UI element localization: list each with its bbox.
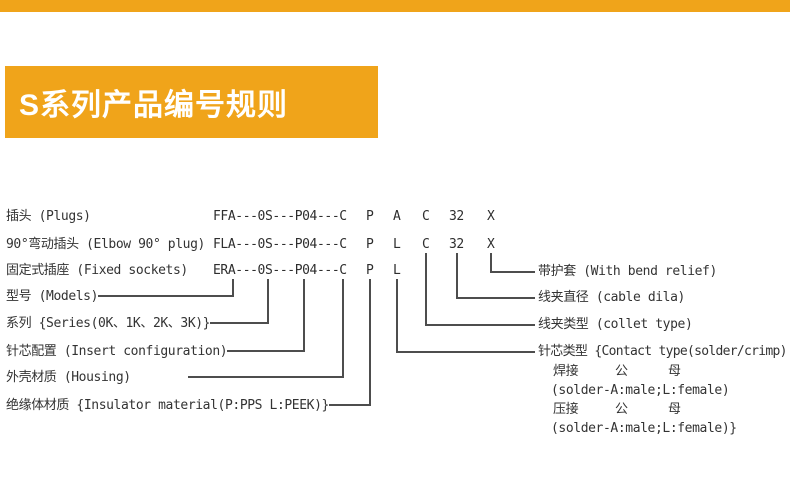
line-models-h (97, 295, 234, 297)
label-series: 系列 {Series(0K、1K、2K、3K)} (6, 315, 211, 332)
crimp-note: (solder-A:male;L:female)} (551, 420, 737, 437)
code-base: ERA---0S---P04---C (213, 262, 347, 279)
code-contact: L (393, 262, 401, 279)
label-housing: 外壳材质 (Housing) (6, 369, 131, 386)
line-insert-config-h (217, 350, 305, 352)
page-title: S系列产品编号规则 (19, 89, 289, 122)
label-contact-type: 针芯类型 {Contact type(solder/crimp) (538, 343, 787, 360)
code-insulator: P (366, 262, 374, 279)
label-elbow-plug: 90°弯动插头 (Elbow 90° plug) (6, 236, 205, 253)
line-cable-dia-v (456, 251, 458, 299)
solder-note: (solder-A:male;L:female) (551, 382, 730, 399)
crimp-male: 公 (615, 401, 628, 418)
code-diameter: 32 (449, 236, 464, 253)
line-insulator-v (369, 277, 371, 406)
line-collet-type-v (425, 251, 427, 326)
line-bend-relief-h (490, 271, 535, 273)
code-diameter: 32 (449, 208, 464, 225)
code-collet: C (422, 208, 430, 225)
code-base: FLA---0S---P04---C (213, 236, 347, 253)
line-bend-relief-v (490, 251, 492, 273)
label-plugs: 插头 (Plugs) (6, 208, 91, 225)
solder-female: 母 (668, 363, 681, 380)
code-contact: L (393, 236, 401, 253)
line-models-v (232, 277, 234, 297)
line-housing-v (342, 277, 344, 378)
line-series-v (267, 277, 269, 324)
code-insulator: P (366, 236, 374, 253)
solder-male: 公 (615, 363, 628, 380)
code-relief: X (487, 236, 495, 253)
label-collet-type: 线夹类型 (collet type) (538, 316, 693, 333)
line-insert-config-v (303, 277, 305, 352)
line-series-h (202, 322, 269, 324)
label-insulator-material: 绝缘体材质 {Insulator material(P:PPS L:PEEK)} (6, 397, 329, 414)
label-cable-diameter: 线夹直径 (cable dila) (538, 289, 685, 306)
code-base: FFA---0S---P04---C (213, 208, 347, 225)
line-housing-h (188, 376, 344, 378)
code-insulator: P (366, 208, 374, 225)
line-insulator-h (323, 404, 371, 406)
label-insert-configuration: 针芯配置 (Insert configuration) (6, 343, 228, 360)
label-models: 型号 (Models) (6, 288, 99, 305)
line-collet-type-h (425, 324, 535, 326)
crimp-female: 母 (668, 401, 681, 418)
line-cable-dia-h (456, 297, 535, 299)
solder-method: 焊接 (553, 363, 579, 380)
code-collet: C (422, 236, 430, 253)
code-relief: X (487, 208, 495, 225)
line-contact-type-h (396, 351, 535, 353)
label-fixed-sockets: 固定式插座 (Fixed sockets) (6, 262, 188, 279)
title-banner: S系列产品编号规则 (5, 66, 378, 138)
label-bend-relief: 带护套 (With bend relief) (538, 263, 717, 280)
top-accent-bar (0, 0, 790, 12)
crimp-method: 压接 (553, 401, 579, 418)
code-contact: A (393, 208, 401, 225)
line-contact-type-v (396, 277, 398, 353)
